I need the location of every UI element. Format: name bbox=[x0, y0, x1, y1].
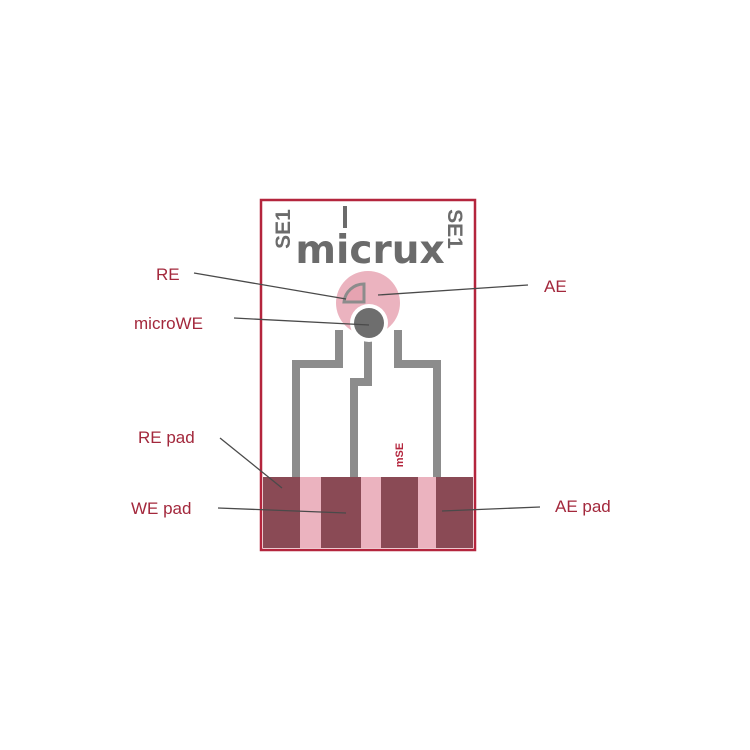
model-mark: mSE bbox=[394, 443, 406, 467]
micro-we-electrode bbox=[354, 308, 384, 338]
ae-trace bbox=[394, 330, 441, 478]
label-re-pad: RE pad bbox=[138, 428, 195, 447]
label-we-pad: WE pad bbox=[131, 499, 191, 518]
label-ae-pad: AE pad bbox=[555, 497, 611, 516]
leader-lines bbox=[193, 272, 541, 514]
right-code: SE1 bbox=[443, 209, 466, 249]
micro-we-leader bbox=[233, 317, 370, 326]
brand-logo: micrux bbox=[295, 228, 444, 273]
re-pad bbox=[263, 477, 300, 548]
re-pad-leader bbox=[219, 437, 283, 489]
label-micro-we: microWE bbox=[134, 314, 203, 333]
label-re: RE bbox=[156, 265, 180, 284]
brand-tick bbox=[343, 206, 347, 228]
center-pad bbox=[381, 477, 418, 548]
left-code: SE1 bbox=[272, 209, 295, 249]
re-trace bbox=[292, 330, 343, 478]
ae-pad-leader bbox=[441, 506, 541, 512]
label-ae: AE bbox=[544, 277, 567, 296]
ae-pad bbox=[436, 477, 473, 548]
re-electrode bbox=[342, 282, 366, 304]
traces bbox=[292, 330, 441, 478]
ae-leader bbox=[377, 284, 529, 296]
re-leader bbox=[193, 272, 347, 300]
we-trace bbox=[350, 340, 372, 478]
we-pad-leader bbox=[217, 507, 347, 514]
